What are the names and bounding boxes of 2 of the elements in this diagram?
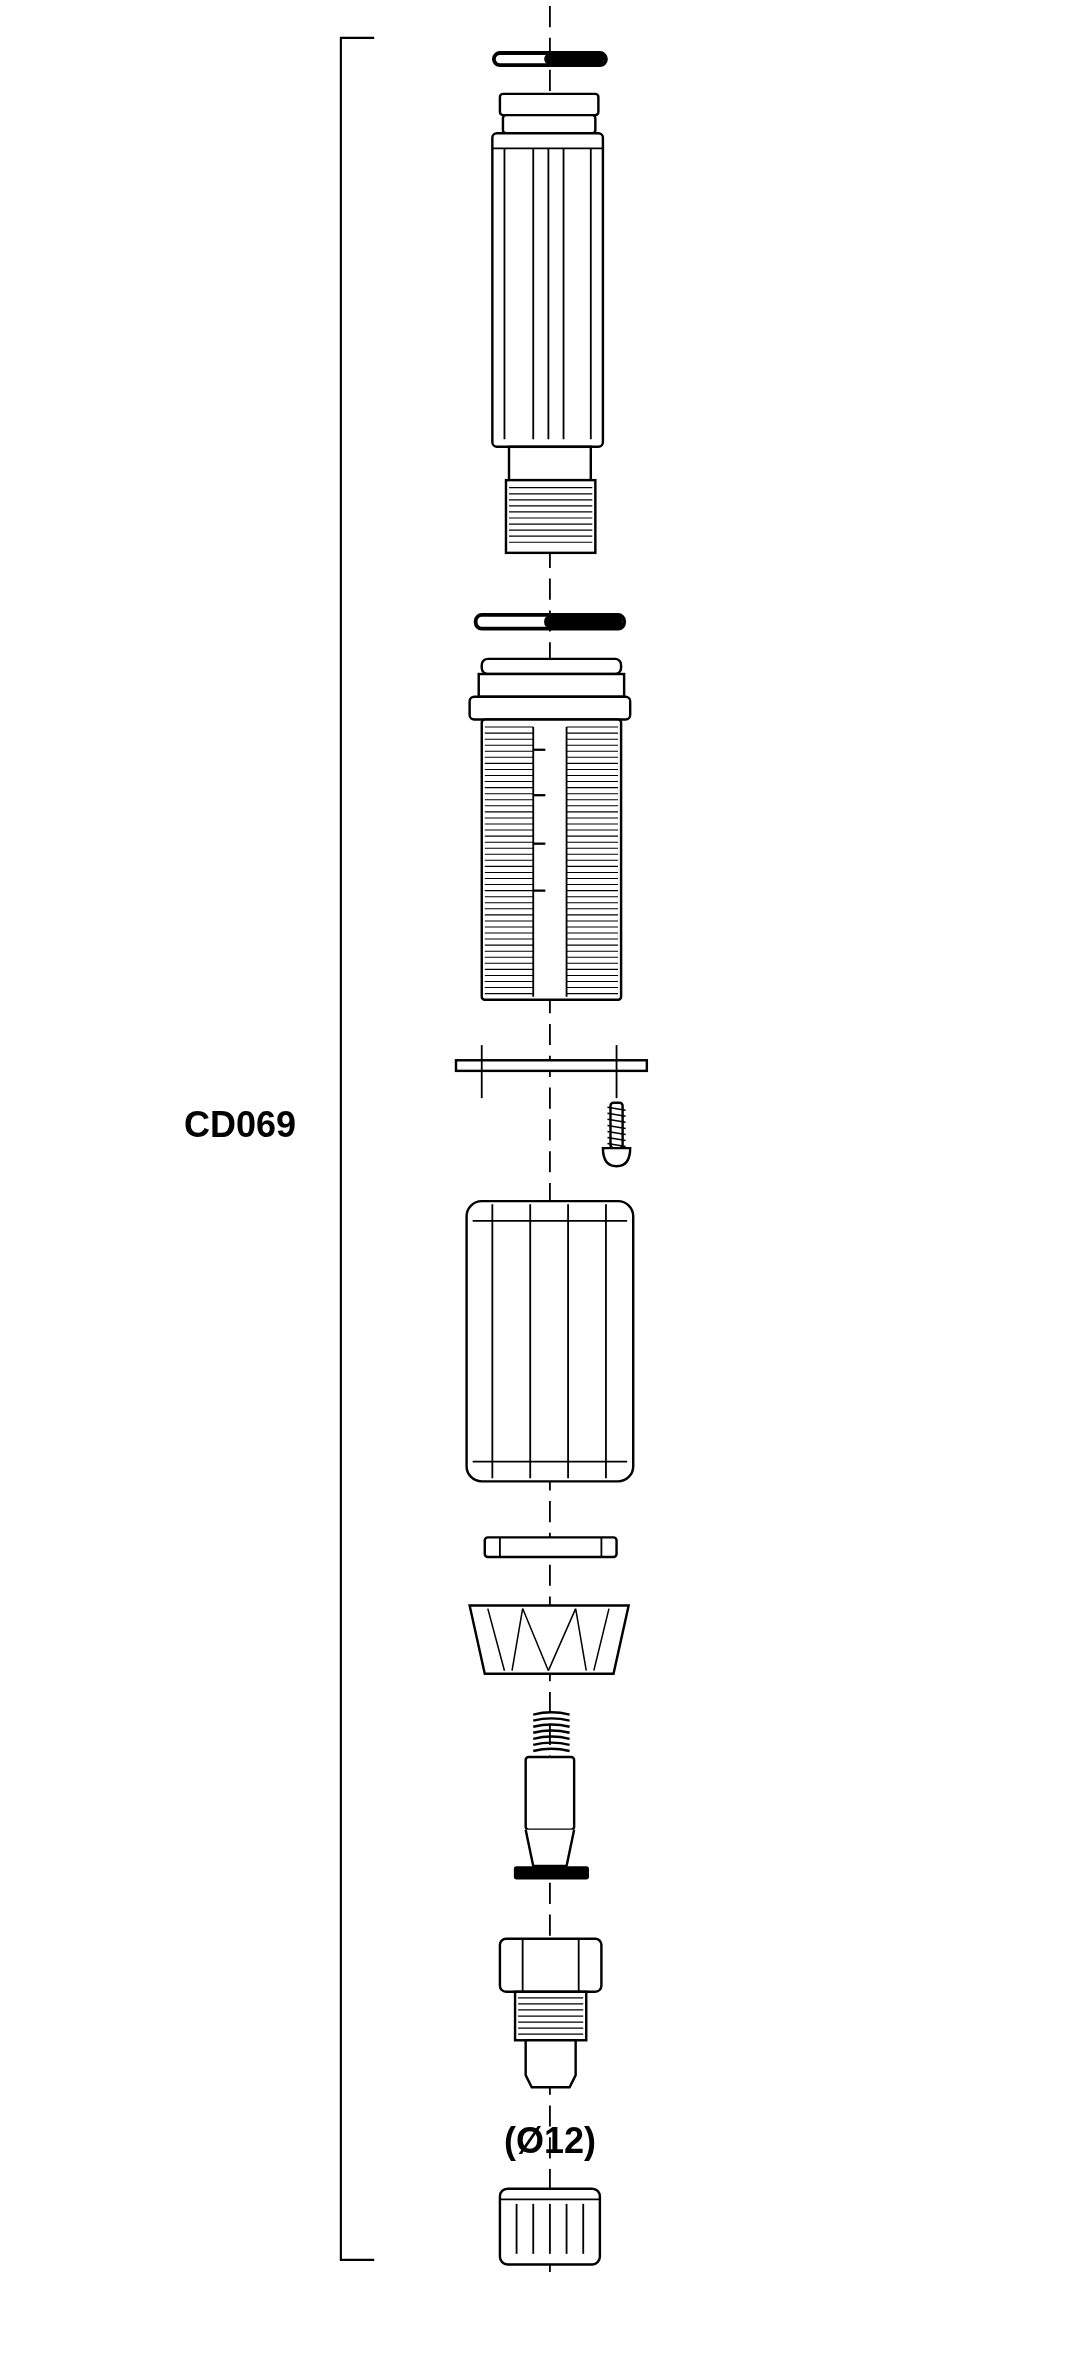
assembly-code: CD069 xyxy=(183,1104,297,1146)
diameter-label: (Ø12) xyxy=(504,2120,596,2162)
